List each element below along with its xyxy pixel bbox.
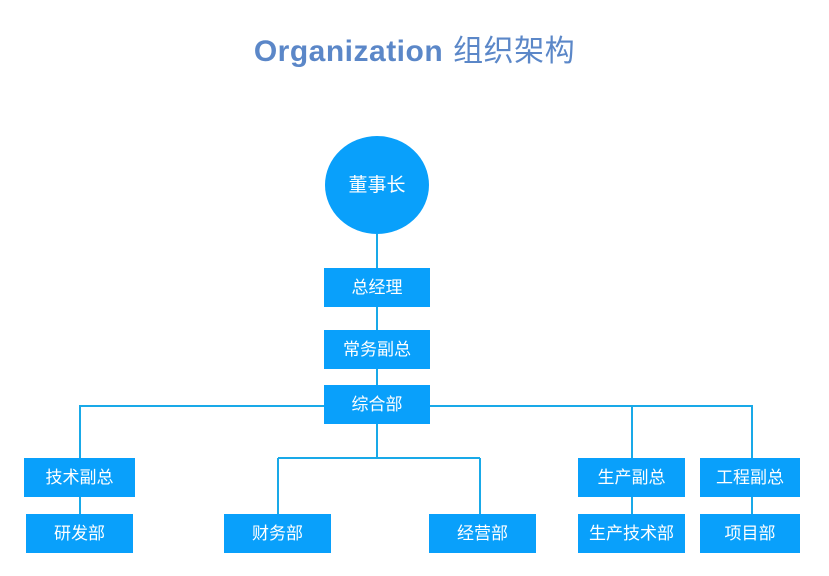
node-label-project-dept: 项目部	[724, 524, 776, 543]
title-chinese: 组织架构	[453, 35, 576, 68]
title-english: Organization	[253, 35, 444, 68]
node-prod-tech-dept[interactable]: 生产技术部	[578, 514, 685, 553]
node-label-rd-dept: 研发部	[54, 524, 105, 543]
node-label-operations-dept: 经营部	[457, 524, 508, 543]
node-rd-dept[interactable]: 研发部	[26, 514, 133, 553]
node-production-vp[interactable]: 生产副总	[578, 458, 685, 497]
node-engineering-vp[interactable]: 工程副总	[700, 458, 800, 497]
connector-affairs-bus-right	[430, 405, 753, 458]
node-general-manager[interactable]: 总经理	[324, 268, 430, 307]
node-label-general-affairs: 综合部	[351, 395, 403, 414]
node-label-tech-vp: 技术副总	[45, 468, 114, 487]
node-exec-vp[interactable]: 常务副总	[324, 330, 430, 369]
node-label-general-manager: 总经理	[351, 278, 403, 297]
node-chairman[interactable]: 董事长	[325, 136, 429, 234]
node-label-production-vp: 生产副总	[597, 468, 666, 487]
node-label-exec-vp: 常务副总	[343, 340, 411, 359]
node-project-dept[interactable]: 项目部	[700, 514, 800, 553]
node-finance-dept[interactable]: 财务部	[224, 514, 331, 553]
node-tech-vp[interactable]: 技术副总	[24, 458, 135, 497]
node-general-affairs[interactable]: 综合部	[324, 385, 430, 424]
node-operations-dept[interactable]: 经营部	[429, 514, 536, 553]
node-label-finance-dept: 财务部	[252, 524, 303, 543]
node-label-engineering-vp: 工程副总	[716, 468, 784, 487]
node-label-prod-tech-dept: 生产技术部	[589, 524, 674, 543]
node-label-chairman: 董事长	[348, 174, 406, 196]
page-title: Organization 组织架构	[0, 26, 829, 70]
connector-affairs-bus-left	[79, 405, 324, 458]
